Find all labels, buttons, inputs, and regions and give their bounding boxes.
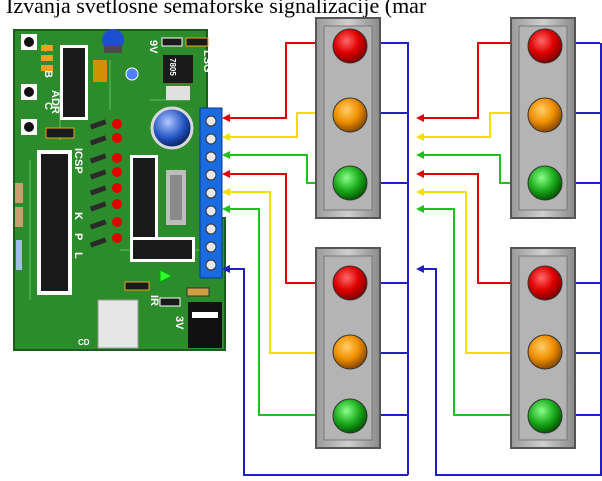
label-l: L xyxy=(72,252,84,259)
usb-connector xyxy=(97,299,139,349)
red-lamp xyxy=(332,28,368,64)
label-icsp: ICSP xyxy=(72,148,84,174)
button-b xyxy=(21,84,37,100)
resistors xyxy=(15,183,23,270)
label-9v-top: 9V xyxy=(147,40,159,54)
label-ir: IR xyxy=(148,295,160,306)
label-adr: ADR xyxy=(49,90,61,114)
amber-lamp xyxy=(527,334,563,370)
label-p: P xyxy=(72,233,84,240)
label-k: K xyxy=(72,212,84,220)
ir-header xyxy=(124,281,150,291)
ic-chip-bottom xyxy=(130,237,195,262)
controller-board: A B C ADR 9V LSG 7805 xyxy=(13,29,226,351)
label-3v: 3V xyxy=(173,316,185,330)
green-lamp xyxy=(332,398,368,434)
label-c: C xyxy=(42,102,54,110)
green-lamp xyxy=(527,165,563,201)
button-a xyxy=(21,34,37,50)
amber-lamp xyxy=(527,97,563,133)
led-column xyxy=(89,119,122,248)
svg-text:7805: 7805 xyxy=(168,58,177,76)
ic-chip-driver xyxy=(130,155,158,240)
traffic-light-top-left xyxy=(315,17,381,219)
adr-jumpers xyxy=(41,45,53,71)
traffic-light-bottom-left xyxy=(315,247,381,449)
amber-lamp xyxy=(332,334,368,370)
connector-lsg xyxy=(185,37,209,47)
ic-chip-main xyxy=(37,150,72,295)
connector-3v xyxy=(159,297,181,307)
amber-lamp xyxy=(332,97,368,133)
red-lamp xyxy=(527,265,563,301)
green-lamp xyxy=(332,165,368,201)
green-lamp xyxy=(527,398,563,434)
transistor xyxy=(93,60,107,82)
wire-arrows xyxy=(222,114,424,273)
red-lamp xyxy=(332,265,368,301)
io-header xyxy=(166,170,186,225)
red-lamp xyxy=(527,28,563,64)
regulator-7805: 7805 xyxy=(163,55,193,100)
ic-chip-top xyxy=(60,45,88,120)
connector-9v xyxy=(161,37,183,47)
label-b: B xyxy=(42,70,54,78)
page-title: Izvanja svetlosne semaforske signalizaci… xyxy=(6,0,427,18)
wires xyxy=(228,42,602,476)
capacitor xyxy=(150,106,194,150)
label-cd: CD xyxy=(78,338,90,347)
traffic-light-top-right xyxy=(510,17,576,219)
power-jack xyxy=(188,302,222,348)
icsp-header xyxy=(45,127,75,139)
traffic-light-bottom-right xyxy=(510,247,576,449)
button-c xyxy=(21,119,37,135)
label-lsg: LSG xyxy=(201,50,213,73)
terminal-block xyxy=(199,107,223,279)
